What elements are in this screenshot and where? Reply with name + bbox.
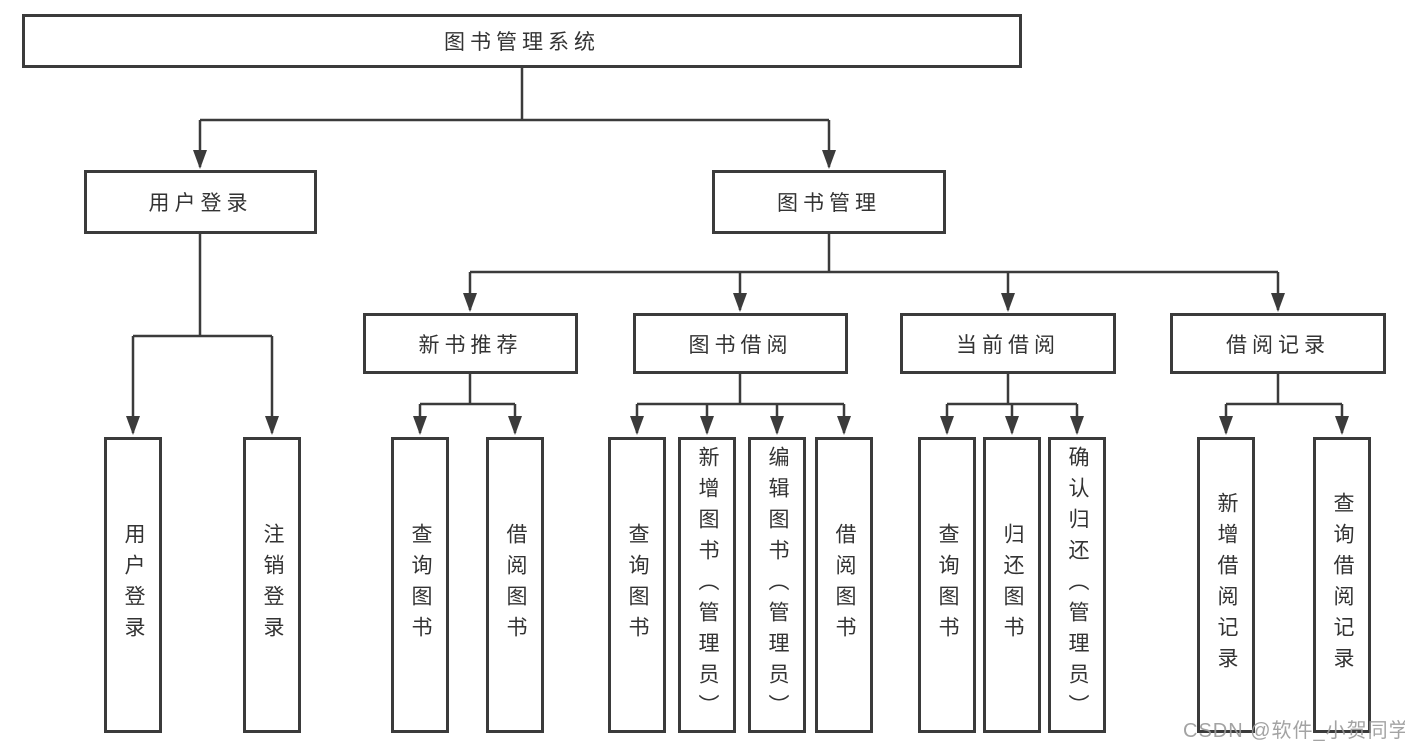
leaf-confirm-return-admin-label: 确认归还（管理员） [1066,445,1089,725]
node-book-management: 图书管理 [712,170,946,234]
node-borrowing-records: 借阅记录 [1170,313,1386,374]
leaf-borrow-books-borrowing: 借阅图书 [815,437,873,733]
leaf-add-borrow-record-label: 新增借阅记录 [1215,492,1238,678]
node-user-login-label: 用户登录 [148,192,253,215]
node-root: 图书管理系统 [22,14,1022,68]
leaf-edit-book-admin: 编辑图书（管理员） [748,437,806,733]
leaf-query-books-borrowing-label: 查询图书 [626,523,649,647]
leaf-query-borrow-record-label: 查询借阅记录 [1331,492,1354,678]
leaf-user-login: 用户登录 [104,437,162,733]
node-current-borrowing: 当前借阅 [900,313,1116,374]
node-root-label: 图书管理系统 [444,31,600,54]
leaf-query-borrow-record: 查询借阅记录 [1313,437,1371,733]
leaf-return-books-label: 归还图书 [1001,523,1024,647]
leaf-edit-book-admin-label: 编辑图书（管理员） [766,445,789,725]
leaf-borrow-books-recommend-label: 借阅图书 [504,523,527,647]
leaf-user-login-label: 用户登录 [122,523,145,647]
leaf-borrow-books-recommend: 借阅图书 [486,437,544,733]
node-current-borrowing-label: 当前借阅 [956,333,1060,357]
leaf-query-books-current: 查询图书 [918,437,976,733]
leaf-query-books-current-label: 查询图书 [936,523,959,647]
leaf-logout: 注销登录 [243,437,301,733]
node-book-management-label: 图书管理 [777,192,881,215]
leaf-borrow-books-borrowing-label: 借阅图书 [833,523,856,647]
leaf-confirm-return-admin: 确认归还（管理员） [1048,437,1106,733]
node-new-book-recommendation-label: 新书推荐 [418,333,523,357]
leaf-logout-label: 注销登录 [261,523,284,647]
leaf-return-books: 归还图书 [983,437,1041,733]
node-borrowing-records-label: 借阅记录 [1226,333,1330,357]
leaf-query-books-borrowing: 查询图书 [608,437,666,733]
leaf-add-borrow-record: 新增借阅记录 [1197,437,1255,733]
tree-lines [126,68,1349,435]
leaf-query-books-recommend: 查询图书 [391,437,449,733]
leaf-add-book-admin: 新增图书（管理员） [678,437,736,733]
leaf-query-books-recommend-label: 查询图书 [409,523,432,647]
node-user-login: 用户登录 [84,170,317,234]
node-new-book-recommendation: 新书推荐 [363,313,578,374]
watermark: CSDN @软件_小贺同学 [1183,720,1405,742]
node-book-borrowing-label: 图书借阅 [688,333,793,357]
node-book-borrowing: 图书借阅 [633,313,848,374]
leaf-add-book-admin-label: 新增图书（管理员） [696,445,719,725]
